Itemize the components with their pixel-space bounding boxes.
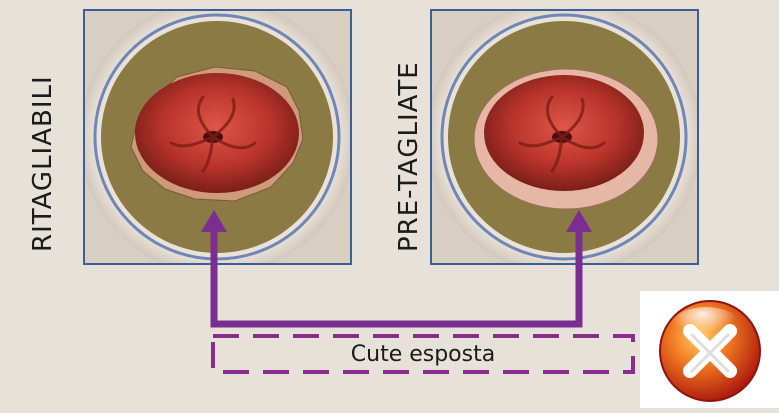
cancel-icon-container: [640, 291, 779, 408]
panel-pre-tagliate: [430, 9, 699, 265]
panel-ritagliabili: [83, 9, 352, 265]
label-pre-tagliate: PRE-TAGLIATE: [394, 61, 424, 252]
label-ritagliabili: RITAGLIABILI: [28, 75, 58, 252]
stoma-illustration-left: [85, 11, 350, 263]
red-x-cancel-icon: [640, 291, 779, 408]
caption-cute-esposta: Cute esposta: [213, 336, 633, 372]
stoma-illustration-right: [432, 11, 697, 263]
